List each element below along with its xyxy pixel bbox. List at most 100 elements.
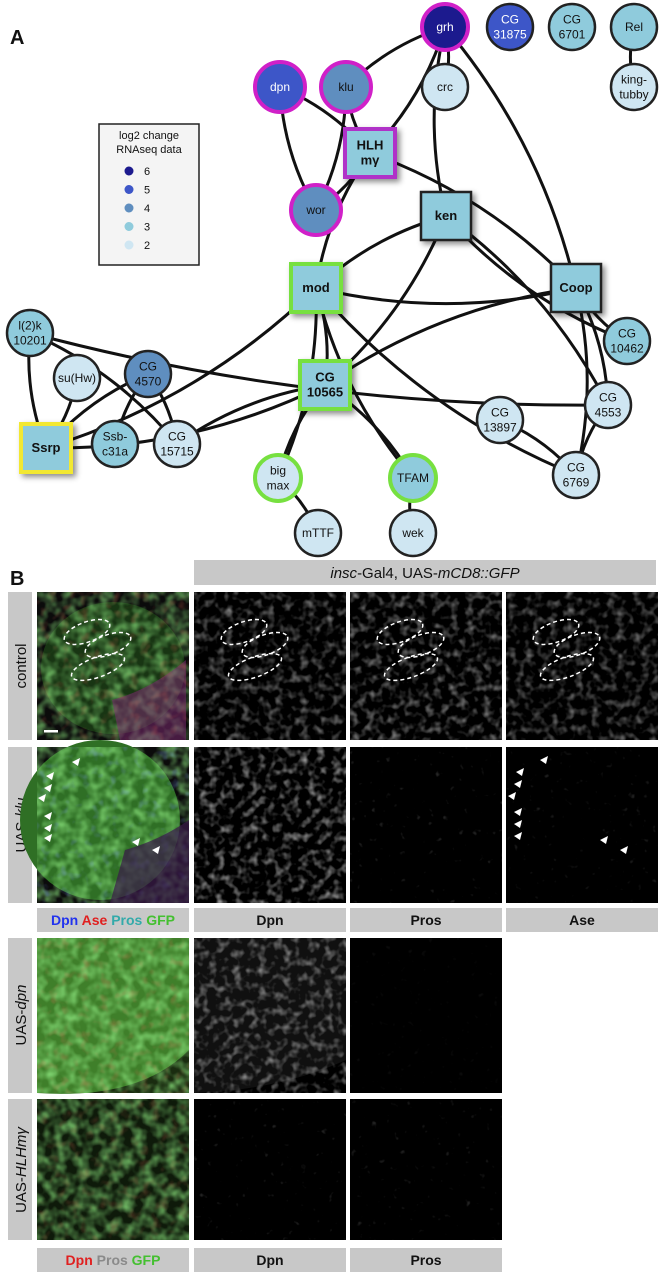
tile-klu-ase xyxy=(506,747,658,903)
legend-swatch-4 xyxy=(124,203,134,213)
legend-title-line2: RNAseq data xyxy=(116,144,182,156)
node-shape-crc xyxy=(420,62,470,112)
legend-title-line1: log2 change xyxy=(119,130,179,142)
genotype-header-bar xyxy=(194,560,656,585)
node-label-kingtubby: tubby xyxy=(619,88,648,102)
node-label-ken: ken xyxy=(435,208,457,223)
node-shape-cg15715 xyxy=(152,419,202,469)
scale-bar xyxy=(44,730,58,733)
panel-b-letter: B xyxy=(10,568,24,590)
row-label-bar-dpn xyxy=(8,938,32,1093)
node-shape-cg10565 xyxy=(298,359,352,411)
node-label-cg10462: CG xyxy=(618,327,636,341)
node-shape-kingtubby xyxy=(609,62,659,112)
node-label-cg4570: CG xyxy=(139,360,157,374)
legend-label-4: 4 xyxy=(144,203,150,215)
genotype-header: insc-Gal4, UAS-mCD8::GFP xyxy=(330,565,519,582)
node-shape-hlh xyxy=(343,127,397,179)
edge-mod-cg6769 xyxy=(314,287,577,477)
node-tfam: TFAM xyxy=(388,453,438,503)
node-label-l2k: l(2)k xyxy=(18,319,42,333)
node-label-cg15715: CG xyxy=(168,430,186,444)
arrowheads-merge xyxy=(38,758,160,854)
tile-dpn-pros xyxy=(350,938,502,1093)
node-ssb: Ssb-c31a xyxy=(90,419,140,469)
node-shape-bigmax xyxy=(253,453,303,503)
tile-dpn-merge xyxy=(37,938,189,1094)
tile-control-merge xyxy=(37,592,189,740)
node-shape-ssrp xyxy=(19,422,73,474)
channel-label-pros-bottom: Pros xyxy=(410,1252,441,1268)
edge-mod-ssrp xyxy=(45,286,318,450)
merge-label-bottom: Dpn Pros GFP xyxy=(66,1252,161,1268)
tile-klu-merge xyxy=(20,740,189,903)
row-label-dpn: UAS-dpn xyxy=(13,985,30,1046)
legend-swatch-5 xyxy=(124,185,134,194)
tile-control-pros xyxy=(350,592,502,740)
node-label-mttf: mTTF xyxy=(302,526,334,540)
row-label-hlhmg: UAS-HLHmγ xyxy=(13,1126,30,1213)
node-label-cg31875: CG xyxy=(501,13,519,27)
column-labels-top: Dpn Ase Pros GFP Dpn Pros Ase xyxy=(37,908,658,932)
node-shape-cg31875 xyxy=(485,2,535,52)
row-label-bar-control xyxy=(8,592,32,740)
legend-label-5: 5 xyxy=(144,185,150,197)
node-klu: klu xyxy=(319,60,373,114)
edge-hlh-coop xyxy=(369,151,578,290)
node-label-cg6701: 6701 xyxy=(559,28,586,42)
node-ssrp: Ssrp xyxy=(19,422,73,474)
node-shape-ssb xyxy=(90,419,140,469)
node-shape-cg6701 xyxy=(547,2,597,52)
node-dpn: dpn xyxy=(253,60,307,114)
node-label-cg6769: CG xyxy=(567,461,585,475)
node-label-ssb: c31a xyxy=(102,445,128,459)
node-shape-cg6769 xyxy=(551,450,601,500)
tile-control-dpn xyxy=(194,592,346,740)
node-label-rel: Rel xyxy=(625,20,643,34)
tile-hlhmg-pros xyxy=(350,1099,502,1240)
node-shape-coop xyxy=(549,262,603,314)
node-kingtubby: king-tubby xyxy=(609,62,659,112)
node-label-cg4570: 4570 xyxy=(135,375,162,389)
tile-klu-pros xyxy=(350,747,502,903)
node-shape-cg13897 xyxy=(475,395,525,445)
node-mttf: mTTF xyxy=(293,508,343,558)
node-label-hlh: HLH xyxy=(357,138,384,153)
node-shape-wek xyxy=(388,508,438,558)
node-wor: wor xyxy=(289,183,343,237)
node-shape-cg4553 xyxy=(583,380,633,430)
node-label-dpn: dpn xyxy=(270,80,290,94)
node-label-klu: klu xyxy=(338,80,353,94)
node-shape-tfam xyxy=(388,453,438,503)
node-shape-cg4570 xyxy=(123,349,173,399)
node-shape-suhw xyxy=(52,353,102,403)
node-suhw: su(Hw) xyxy=(52,353,102,403)
node-label-coop: Coop xyxy=(559,280,592,295)
legend-label-6: 6 xyxy=(144,166,150,178)
micrograph-tiles xyxy=(20,592,658,1240)
node-label-cg31875: 31875 xyxy=(493,28,527,42)
node-label-cg10565: CG xyxy=(315,370,335,385)
node-shape-l2k xyxy=(5,308,55,358)
node-shape-grh xyxy=(420,2,470,52)
node-wek: wek xyxy=(388,508,438,558)
node-label-hlh: mγ xyxy=(361,153,381,168)
channel-label-dpn-top: Dpn xyxy=(256,912,283,928)
tile-hlhmg-merge xyxy=(37,1099,189,1240)
node-shape-cg10462 xyxy=(602,316,652,366)
node-coop: Coop xyxy=(549,262,603,314)
node-grh: grh xyxy=(420,2,470,52)
node-shape-rel xyxy=(609,2,659,52)
node-shape-dpn xyxy=(253,60,307,114)
